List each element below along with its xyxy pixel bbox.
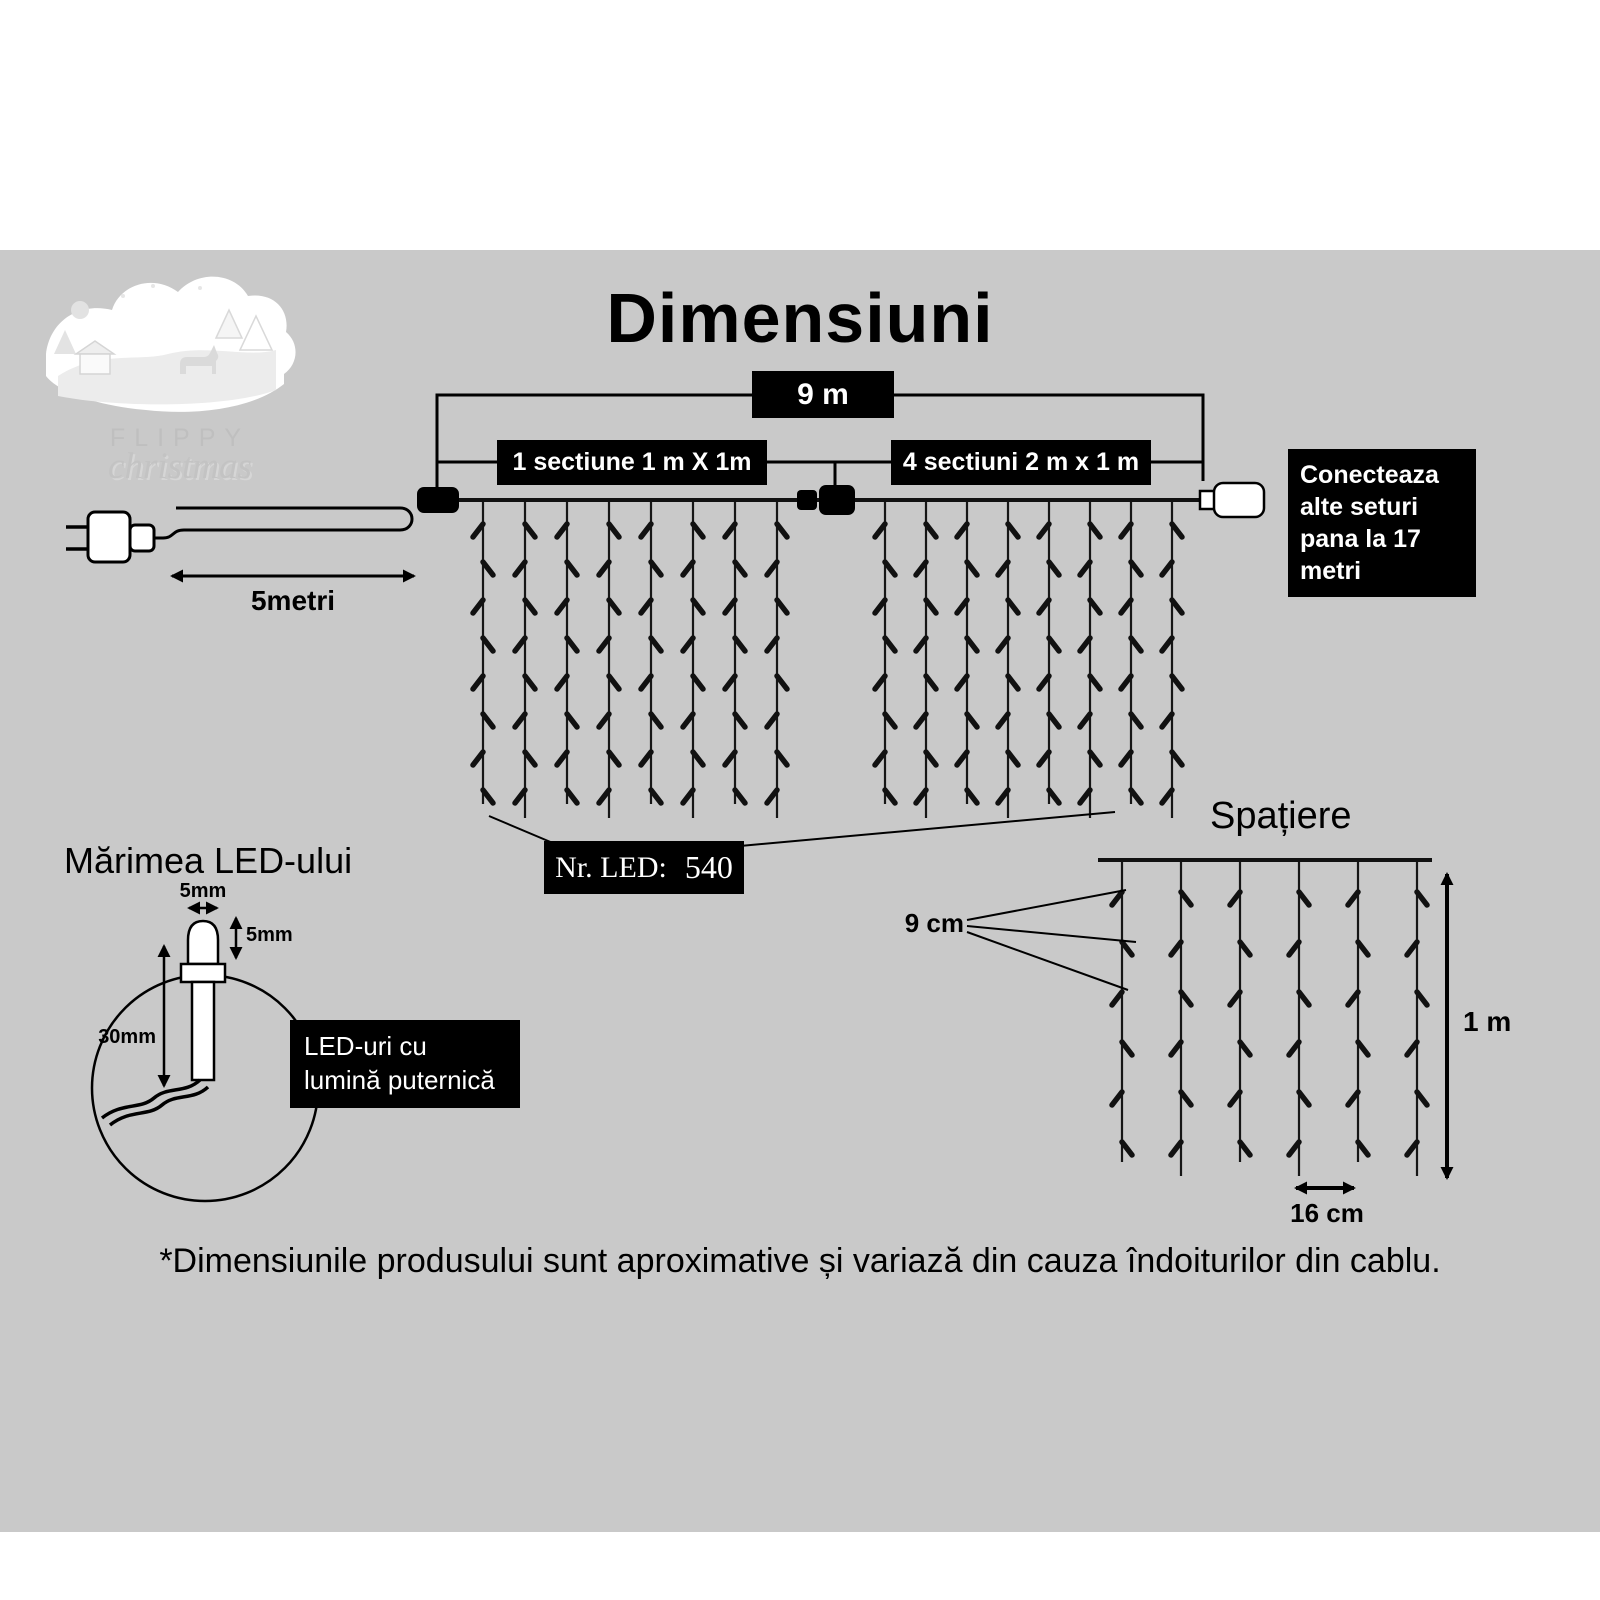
curtain-drops (470, 502, 1430, 1176)
body-length-label: 30mm (98, 1026, 156, 1048)
section-left-label: 1 sectiune 1 m X 1m (497, 440, 767, 485)
footnote: *Dimensiunile produsului sunt aproximati… (159, 1242, 1441, 1280)
twisted-wire (100, 1078, 202, 1120)
led-collar (179, 962, 227, 984)
house-icon (79, 353, 111, 375)
moon-icon (71, 301, 89, 319)
led-bulb (186, 919, 220, 966)
brand-text-christmas: christmas (108, 446, 252, 487)
rail-connector-mid-a (797, 490, 817, 510)
led-count-value: 540 (684, 849, 733, 885)
led-feature-label: LED-uri cu lumină puternică (290, 1020, 520, 1108)
brand-logo: FLIPPY christmas christmas (46, 276, 296, 489)
drop-gap-label: 16 cm (1290, 1198, 1364, 1228)
brand-text-christmas-shadow: christmas (110, 448, 254, 489)
led-body (190, 980, 216, 1082)
curtain-spacing (1109, 862, 1430, 1176)
led-drawing (100, 919, 227, 1127)
lead-wire (154, 506, 414, 540)
bulb-height-label: 5mm (246, 924, 293, 946)
led-gap-pointers (966, 889, 1137, 991)
led-count-label: Nr. LED: (555, 850, 667, 884)
curtain-left (470, 502, 790, 818)
curtain-right (872, 502, 1185, 818)
main-rail (417, 485, 1206, 515)
rail-connector-mid-b (819, 485, 855, 515)
star-icon (151, 284, 155, 288)
drop-height-label: 1 m (1463, 1006, 1512, 1037)
led-count-box: Nr. LED: 540 (544, 841, 744, 894)
logo-hills (58, 350, 276, 405)
star-icon (198, 286, 202, 290)
led-gap-label: 9 cm (904, 908, 964, 938)
page-title: Dimensiuni (606, 279, 994, 357)
led-size-title: Mărimea LED-ului (64, 840, 353, 881)
deer-icon (180, 345, 219, 374)
tree-icon (214, 308, 244, 339)
tree-icon (238, 314, 274, 351)
twisted-wire (108, 1085, 210, 1127)
lead-length-label: 5metri (250, 585, 336, 616)
tree-icon (54, 330, 76, 354)
star-icon (121, 294, 125, 298)
end-plug (1198, 481, 1266, 519)
power-adapter (66, 510, 156, 564)
rail-connector-left (417, 487, 459, 513)
connect-note-label: Conecteaza alte seturi pana la 17 metri (1288, 449, 1476, 597)
spacing-title: Spațiere (1210, 795, 1352, 837)
total-span-label: 9 m (752, 371, 894, 418)
brand-text-flippy: FLIPPY (110, 424, 250, 452)
bulb-width-label: 5mm (179, 880, 227, 902)
section-right-label: 4 sectiuni 2 m x 1 m (891, 440, 1151, 485)
